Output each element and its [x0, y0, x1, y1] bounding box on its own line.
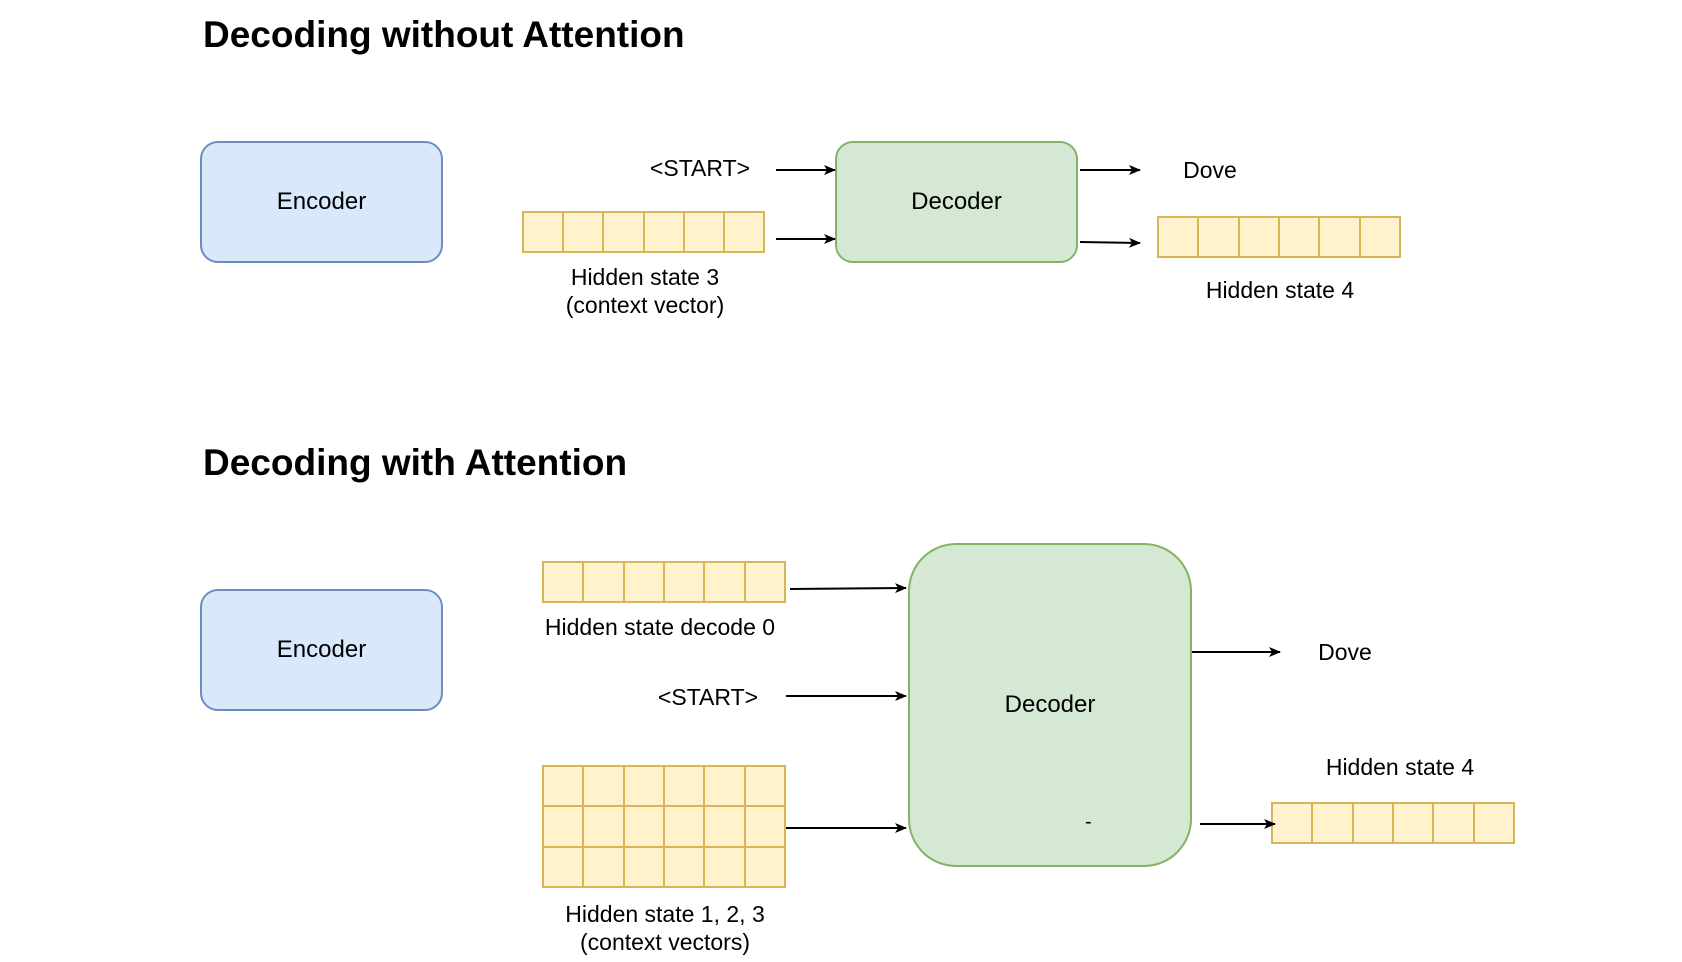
output-hidden-label: Hidden state 4: [1325, 754, 1475, 780]
start-token-label: <START>: [649, 155, 751, 181]
section-title-with-attention: Decoding with Attention: [203, 442, 628, 483]
decode-hidden-vector: [542, 561, 786, 603]
context-vector-label: Hidden state 3 (context vector): [535, 263, 755, 319]
encoder-box-top: Encoder: [200, 141, 443, 263]
context-vector-label-line2: (context vector): [565, 292, 725, 318]
output-word-label: Dove: [1318, 639, 1372, 665]
arrow-decoder-to-hidden-top: [1079, 237, 1141, 248]
decoder-stray-mark: -: [1085, 811, 1092, 833]
decode-hidden-label: Hidden state decode 0: [544, 614, 776, 640]
start-token-label: <START>: [657, 684, 759, 710]
context-vectors-label-line2: (context vectors): [580, 929, 750, 955]
encoder-box-bottom: Encoder: [200, 589, 443, 711]
context-vector-top: [522, 211, 765, 253]
decoder-label: Decoder: [1004, 691, 1096, 718]
decoder-box-bottom: Decoder: [908, 543, 1192, 867]
context-vectors-label: Hidden state 1, 2, 3 (context vectors): [540, 900, 790, 956]
context-vector-label-line1: Hidden state 3: [570, 264, 720, 290]
context-vectors-grid: [542, 765, 786, 888]
encoder-label: Encoder: [276, 636, 367, 663]
decoder-label: Decoder: [911, 188, 1002, 215]
output-hidden-vector-top: [1157, 216, 1401, 258]
output-hidden-vector-bottom: [1271, 802, 1515, 844]
decoder-box-top: Decoder: [835, 141, 1078, 263]
context-vectors-label-line1: Hidden state 1, 2, 3: [565, 901, 765, 927]
section-title-without-attention: Decoding without Attention: [203, 14, 685, 55]
output-hidden-label: Hidden state 4: [1205, 277, 1355, 303]
arrow-decode-hidden-to-decoder: [789, 583, 907, 594]
output-word-label: Dove: [1183, 157, 1237, 183]
encoder-label: Encoder: [276, 188, 367, 215]
